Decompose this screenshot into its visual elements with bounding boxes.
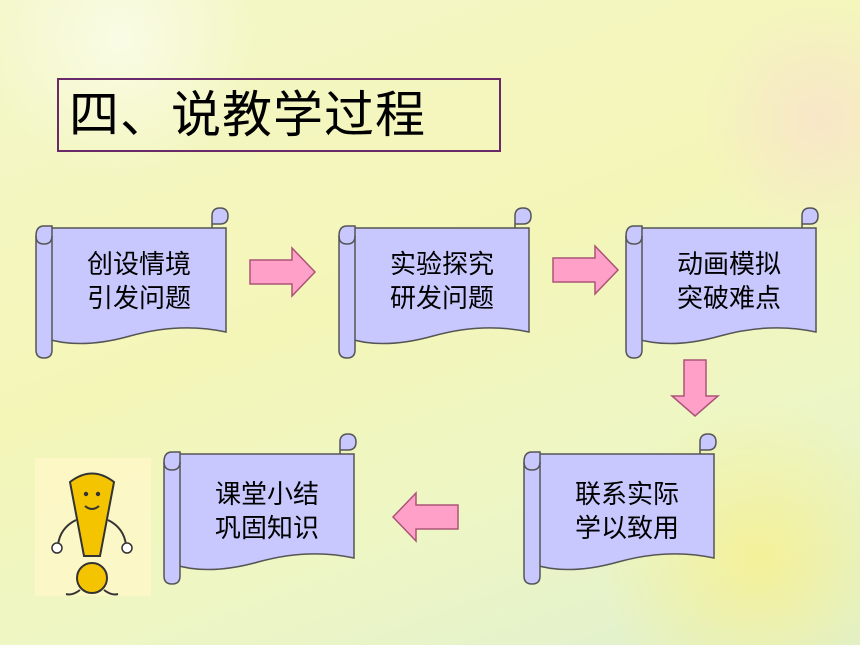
step-text-5: 课堂小结 巩固知识: [214, 480, 319, 544]
step-text-2: 实验探究 研发问题: [389, 250, 494, 314]
arrow-down-icon: [669, 359, 721, 417]
step-text-3: 动画模拟 突破难点: [676, 250, 781, 314]
step-text-4: 联系实际 学以致用: [574, 480, 679, 544]
arrow-left-icon: [391, 491, 459, 543]
arrow-right-icon: [249, 246, 317, 298]
page-title: 四、说教学过程: [69, 86, 426, 144]
step-text-1: 创设情境 引发问题: [86, 250, 191, 314]
arrow-right-icon: [552, 244, 620, 296]
exclamation-mascot-icon: [35, 458, 151, 596]
title-box: 四、说教学过程: [57, 78, 501, 152]
